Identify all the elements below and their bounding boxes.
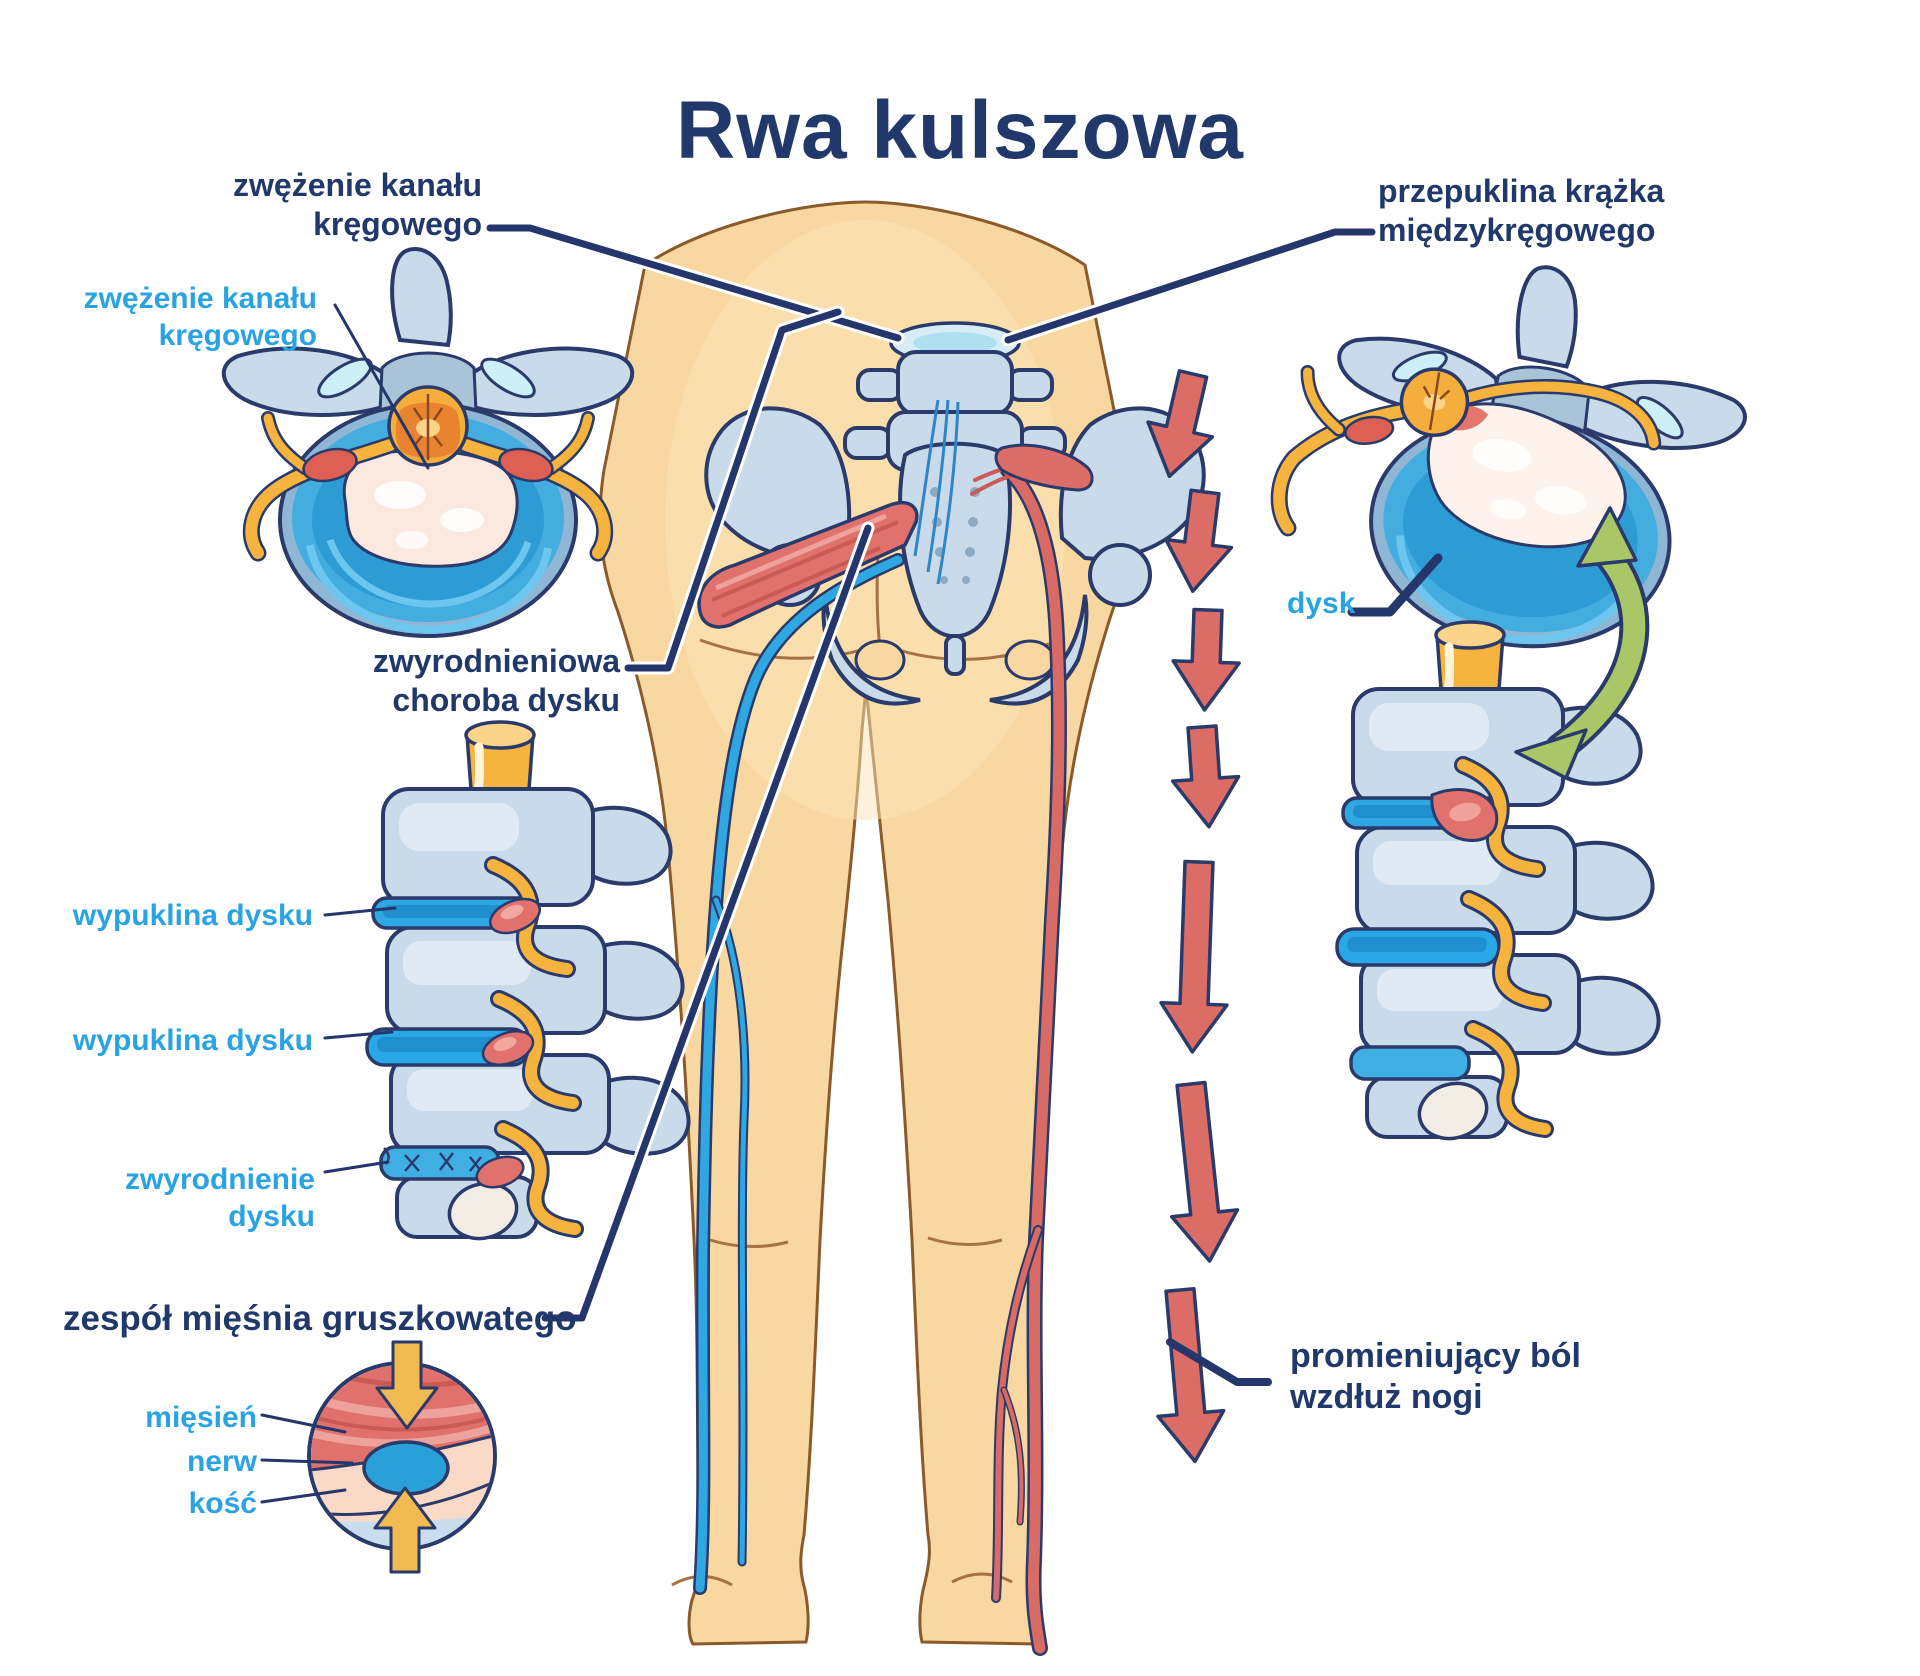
pointer-degeneration (323, 1160, 390, 1174)
stenosis-vertebra-illustration (221, 247, 635, 638)
herniated-vertebra-illustration (1270, 265, 1747, 649)
label-disc: dysk (1287, 587, 1356, 620)
pain-arrow-5 (1159, 859, 1229, 1054)
lower-body-illustration (598, 200, 1206, 1656)
pointer-stenosis-canal (333, 303, 430, 470)
pain-arrow-6 (1170, 1080, 1240, 1263)
label-spinal-stenosis-pointer: zwężenie kanału kręgowego (83, 282, 317, 352)
pointer-bulge-1 (323, 906, 397, 917)
callout-lines (260, 221, 1443, 1504)
pain-arrow-2 (1164, 488, 1234, 594)
compression-arrow-up (373, 1486, 437, 1574)
pointer-bulge-2 (323, 1030, 394, 1040)
label-nerve: nerw (186, 1445, 257, 1478)
compression-arrow-down (375, 1340, 439, 1430)
pain-arrows (1146, 369, 1241, 1464)
pointer-muscle (260, 1413, 347, 1434)
green-curved-arrow (1514, 506, 1650, 780)
callout-line-degeneration (624, 308, 842, 672)
label-disc-degeneration: zwyrodnienie dysku (124, 1163, 315, 1233)
pain-arrow-3 (1171, 607, 1241, 712)
label-radiating-pain-heading: promieniujący ból wzdłuż nogi (1290, 1337, 1581, 1417)
label-disc-bulge-1: wypuklina dysku (72, 899, 313, 932)
sciatic-nerve-red (970, 462, 1067, 1656)
label-spinal-stenosis-heading: zwężenie kanału kręgowego (233, 167, 482, 243)
pelvis-bones (704, 321, 1206, 706)
callout-line-stenosis (486, 224, 902, 342)
pain-arrow-1 (1146, 369, 1215, 479)
label-muscle: mięsień (145, 1401, 257, 1434)
pointer-bone (260, 1488, 347, 1504)
callout-line-disc (1347, 553, 1443, 617)
label-herniated-disc-heading: przepuklina krążka międzykręgowego (1378, 173, 1665, 249)
degenerative-spine-illustration (367, 722, 688, 1246)
pointer-nerve (260, 1458, 354, 1465)
disc-cracks (383, 1147, 482, 1172)
callout-line-piriformis (541, 524, 872, 1322)
pain-arrow-4 (1170, 724, 1241, 829)
callout-line-pain (1166, 1338, 1272, 1386)
label-degenerative-disc-heading: zwyrodnieniowa choroba dysku (372, 643, 620, 719)
label-piriformis-heading: zespół mięśnia gruszkowatego (63, 1299, 577, 1338)
herniation-spine-illustration (1337, 622, 1658, 1146)
page-title: Rwa kulszowa (676, 85, 1244, 176)
label-disc-bulge-2: wypuklina dysku (72, 1024, 313, 1057)
callout-line-herniation (1004, 228, 1376, 344)
label-bone: kość (188, 1487, 257, 1520)
piriformis-circle-illustration (307, 1340, 497, 1574)
pain-arrow-7 (1156, 1287, 1226, 1464)
